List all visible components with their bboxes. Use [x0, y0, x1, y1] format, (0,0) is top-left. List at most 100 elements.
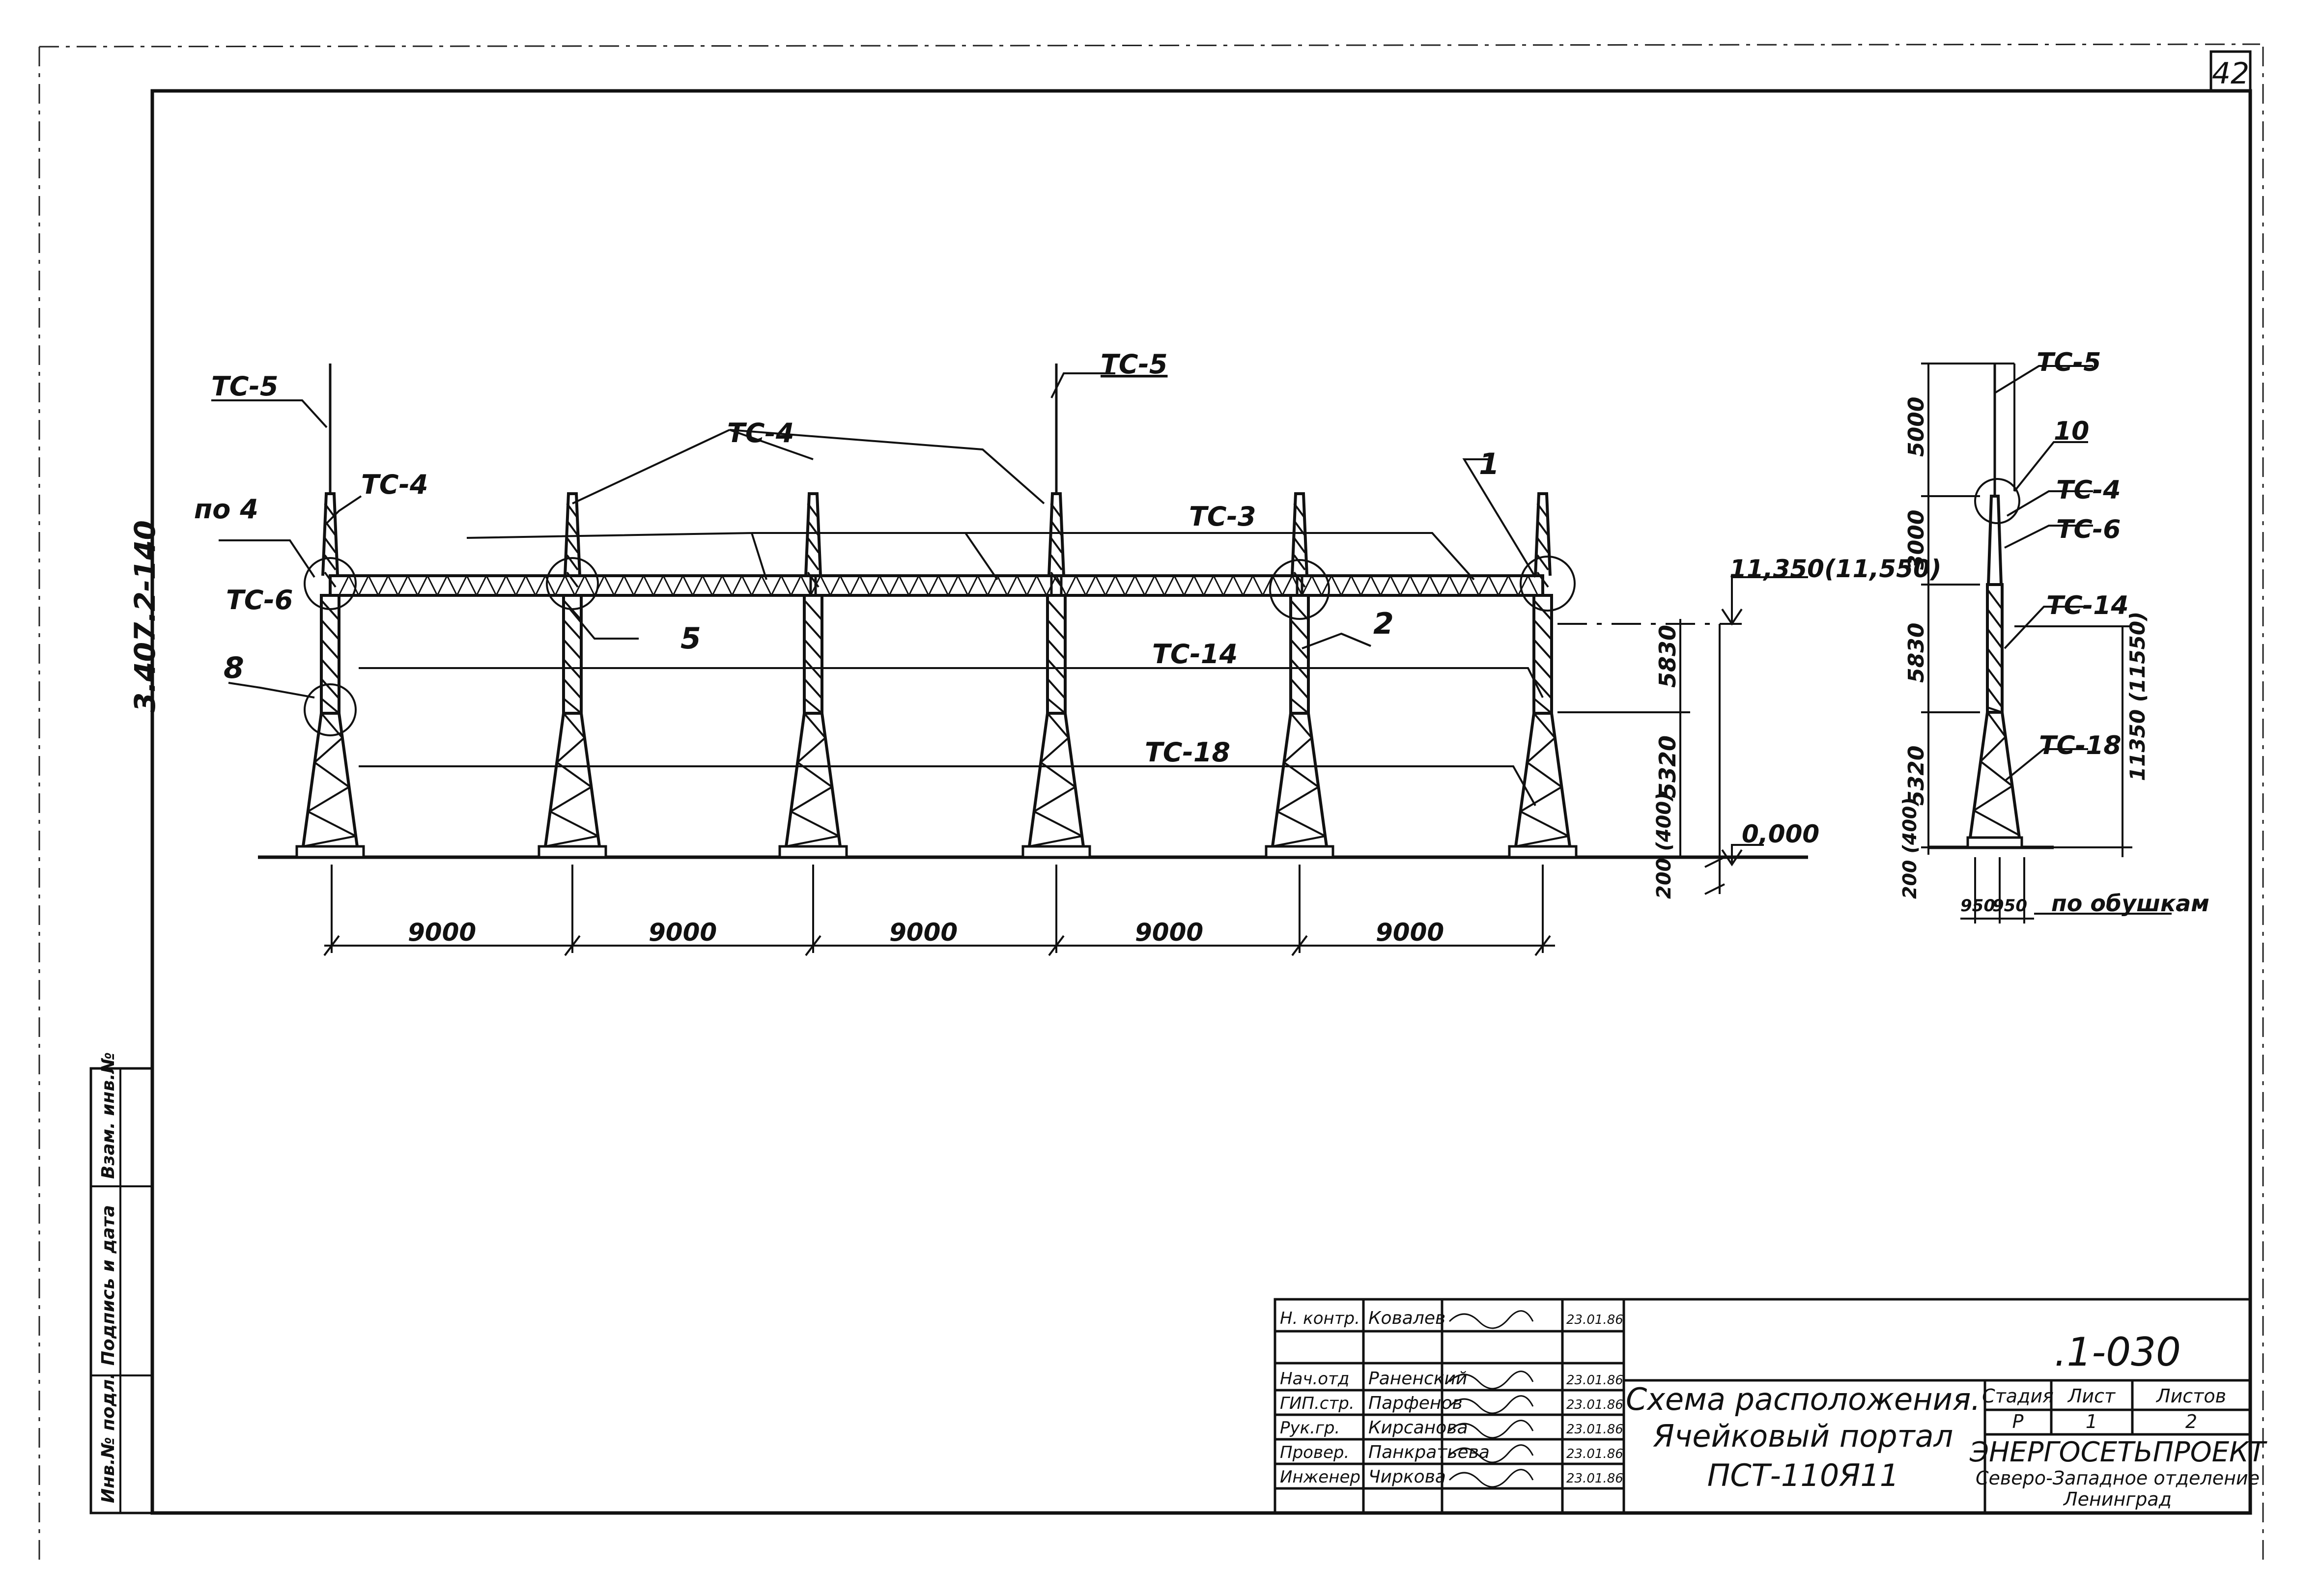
base-plate [1508, 845, 1578, 859]
side-brace [1986, 588, 2003, 610]
sheet-header: Лист [2067, 1385, 2116, 1407]
base-plate [1265, 845, 1334, 859]
brace [803, 678, 823, 700]
brace [563, 619, 582, 641]
front-dim-200: 200 (400) [1653, 792, 1675, 899]
brace [786, 835, 839, 847]
brace [803, 639, 823, 660]
brace [566, 503, 579, 519]
beam-lattice [535, 574, 556, 596]
brace [303, 835, 356, 847]
side-base-dim-2: 950 [1992, 896, 2027, 916]
lower-section [1028, 712, 1085, 847]
beam-lattice [633, 574, 654, 596]
brace [1290, 698, 1309, 714]
row-signature [1448, 1395, 1534, 1414]
column-1 [295, 492, 365, 859]
brace [1047, 639, 1066, 660]
side-dim-total: 11350 (11550) [2125, 612, 2150, 781]
beam-lattice [1144, 574, 1165, 596]
column-2 [538, 492, 607, 859]
brace [320, 639, 340, 660]
beam-lattice [731, 574, 753, 596]
side-label-tc4: ТС-4 [2056, 476, 2121, 505]
label-node-5: 5 [680, 621, 701, 656]
row-role: Инженер [1280, 1467, 1360, 1487]
brace [803, 599, 823, 621]
side-label-po-obushkam: по обушкам [2051, 890, 2209, 917]
row-name: Парфенов [1368, 1393, 1463, 1413]
beam-lattice [869, 574, 890, 596]
span-2: 9000 [649, 918, 717, 947]
beam-lattice [417, 574, 438, 596]
beam-lattice [1439, 574, 1460, 596]
brace [320, 619, 340, 641]
brace [1272, 835, 1326, 847]
stamp-replace: Взам. инв.№ [98, 1052, 118, 1179]
front-dimensions [1557, 576, 1808, 895]
beam-lattice [751, 574, 772, 596]
title-line-2: Ячейковый портал [1653, 1418, 1953, 1454]
brace [563, 639, 582, 660]
brace [1533, 712, 1556, 739]
brace [1533, 698, 1553, 714]
row-role: Рук.гр. [1280, 1418, 1340, 1438]
side-brace [1986, 608, 2003, 630]
side-code: 3.407.2-140 [128, 520, 162, 712]
brace [320, 678, 340, 700]
brace [1276, 811, 1326, 837]
row-role: ГИП.стр. [1280, 1394, 1355, 1413]
sheets-value: 2 [2185, 1411, 2197, 1432]
row-name: Раненский [1368, 1369, 1467, 1389]
beam-lattice [1203, 574, 1224, 596]
brace [1033, 786, 1076, 812]
side-middle-section [1986, 583, 2004, 714]
brace [549, 786, 592, 812]
side-brace [1986, 647, 2003, 669]
sheet-value: 1 [2086, 1411, 2097, 1432]
brace [314, 761, 350, 788]
beam-lattice [928, 574, 949, 596]
brace [1536, 537, 1549, 554]
row-role: Н. контр. [1280, 1309, 1360, 1328]
brace [1515, 835, 1569, 847]
brace [1047, 678, 1066, 700]
brace [307, 811, 357, 837]
side-leaders [1994, 365, 2172, 915]
title-line-1: Схема расположения. [1626, 1381, 1981, 1417]
beam-lattice [908, 574, 930, 596]
beam-lattice [1281, 574, 1303, 596]
stamp-inv: Инв.№ подл. [98, 1372, 118, 1503]
brace [563, 698, 582, 714]
brace [807, 554, 820, 571]
brace [1533, 678, 1553, 700]
beam-lattice [692, 574, 713, 596]
beam-lattice [1065, 574, 1087, 596]
base-plate [538, 845, 607, 859]
sheet-number: 42 [2212, 56, 2249, 91]
side-dimensions [1921, 363, 2132, 924]
beam-lattice [829, 574, 851, 596]
side-top-cap [1987, 495, 2003, 585]
title-line-3: ПСТ-110Я11 [1707, 1457, 1899, 1493]
base-plate [295, 845, 365, 859]
column-5 [1265, 492, 1334, 859]
brace [1290, 599, 1309, 621]
brace [1290, 712, 1313, 739]
front-dim-5320: 5320 [1654, 735, 1681, 798]
beam-lattice [1498, 574, 1519, 596]
brace [566, 520, 579, 536]
stage-value: Р [2012, 1411, 2024, 1432]
row-signature [1448, 1371, 1534, 1390]
brace [807, 537, 820, 554]
brace [566, 537, 579, 554]
brace [320, 698, 340, 714]
beam-lattice [436, 574, 458, 596]
row-signature [1448, 1310, 1534, 1329]
side-label-tc14: ТС-14 [2046, 591, 2129, 620]
sheets-header: Листов [2155, 1385, 2226, 1407]
brace [545, 835, 598, 847]
